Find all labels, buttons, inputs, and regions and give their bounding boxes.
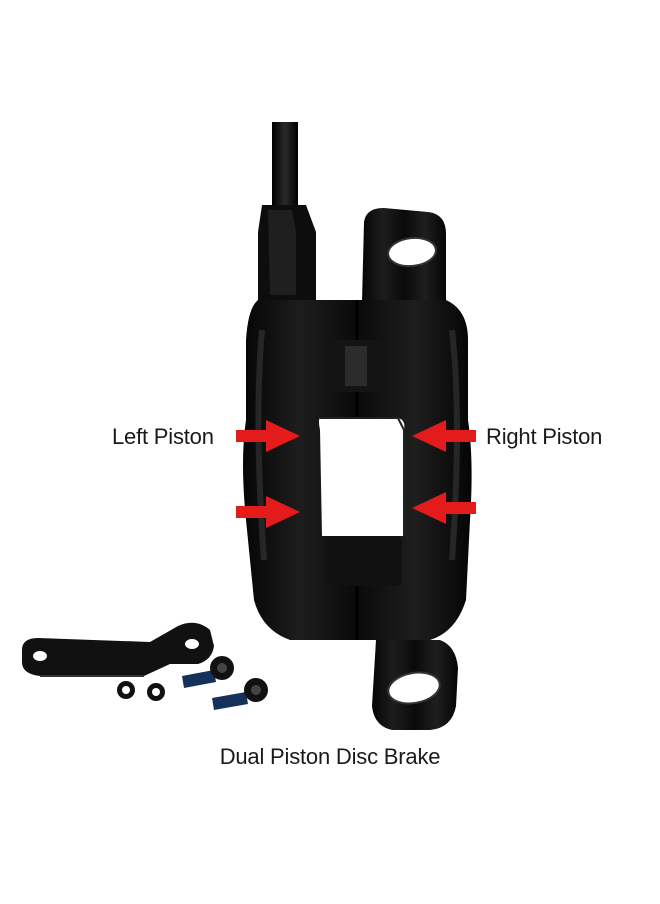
caliper-body (243, 300, 472, 640)
piston-arrows (236, 420, 476, 528)
arrow-left-lower (236, 496, 300, 528)
bottom-mount-tab (372, 640, 458, 730)
right-piston-label: Right Piston (486, 424, 603, 449)
top-mount-tab (362, 208, 446, 302)
mount-bolts (182, 656, 268, 710)
arrow-right-upper (412, 420, 476, 452)
arrow-left-upper (236, 420, 300, 452)
mount-adapter (22, 622, 214, 677)
brake-hose (258, 122, 316, 300)
left-piston-label: Left Piston (112, 424, 214, 449)
arrow-right-lower (412, 492, 476, 524)
product-caption: Dual Piston Disc Brake (219, 744, 441, 769)
washers (117, 681, 165, 701)
